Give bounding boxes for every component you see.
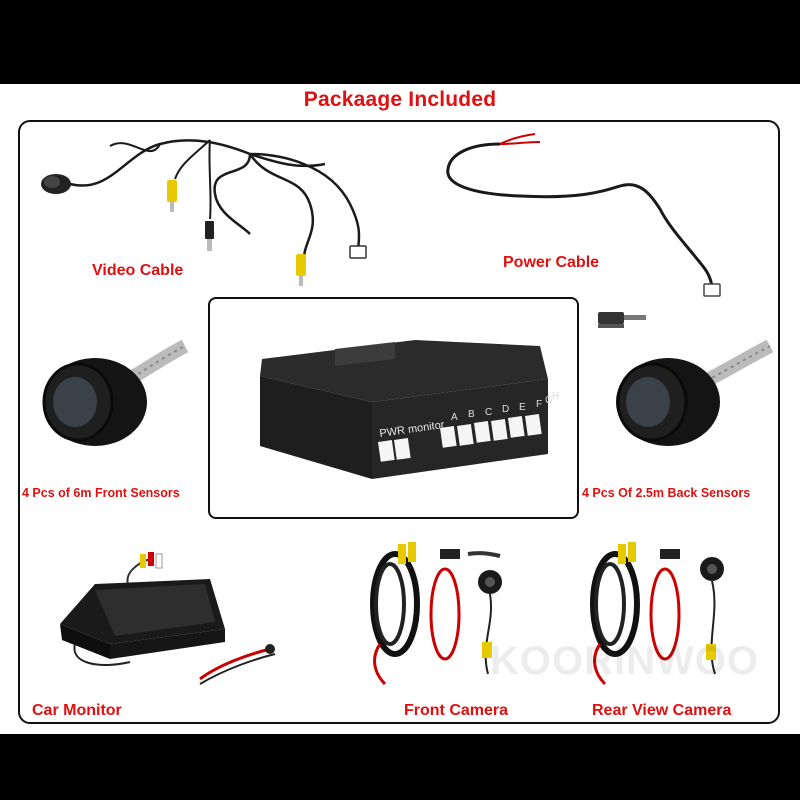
package-frame — [18, 120, 780, 724]
car-monitor-label: Car Monitor — [32, 702, 122, 719]
back-sensors-label: 4 Pcs Of 2.5m Back Sensors — [582, 486, 751, 500]
power-cable-label: Power Cable — [503, 254, 600, 271]
watermark-logo: KOORINWOO — [490, 639, 759, 683]
front-camera-label: Front Camera — [404, 702, 509, 719]
control-box-panel — [208, 297, 579, 519]
product-canvas: Packaage Included Video Cable Po — [0, 84, 800, 734]
rear-camera-label: Rear View Camera — [592, 702, 732, 719]
package-heading: Packaage Included — [303, 88, 497, 111]
front-sensors-label: 4 Pcs of 6m Front Sensors — [22, 486, 180, 500]
video-cable-label: Video Cable — [92, 262, 184, 279]
